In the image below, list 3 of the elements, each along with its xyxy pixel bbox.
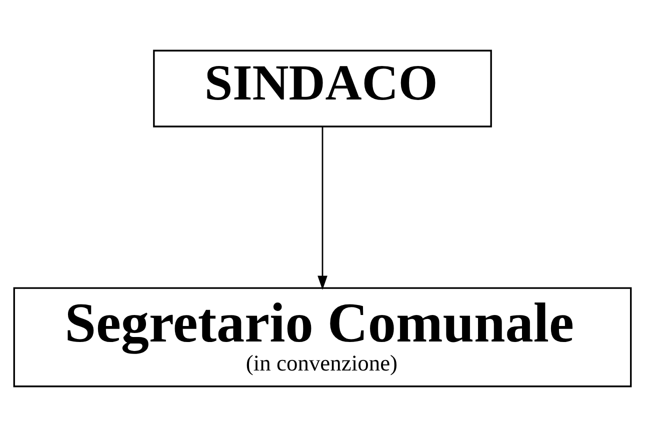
arrow (318, 126, 328, 290)
node-box: Segretario Comunale (in convenzione) (13, 286, 632, 387)
node-box: SINDACO (153, 49, 492, 127)
